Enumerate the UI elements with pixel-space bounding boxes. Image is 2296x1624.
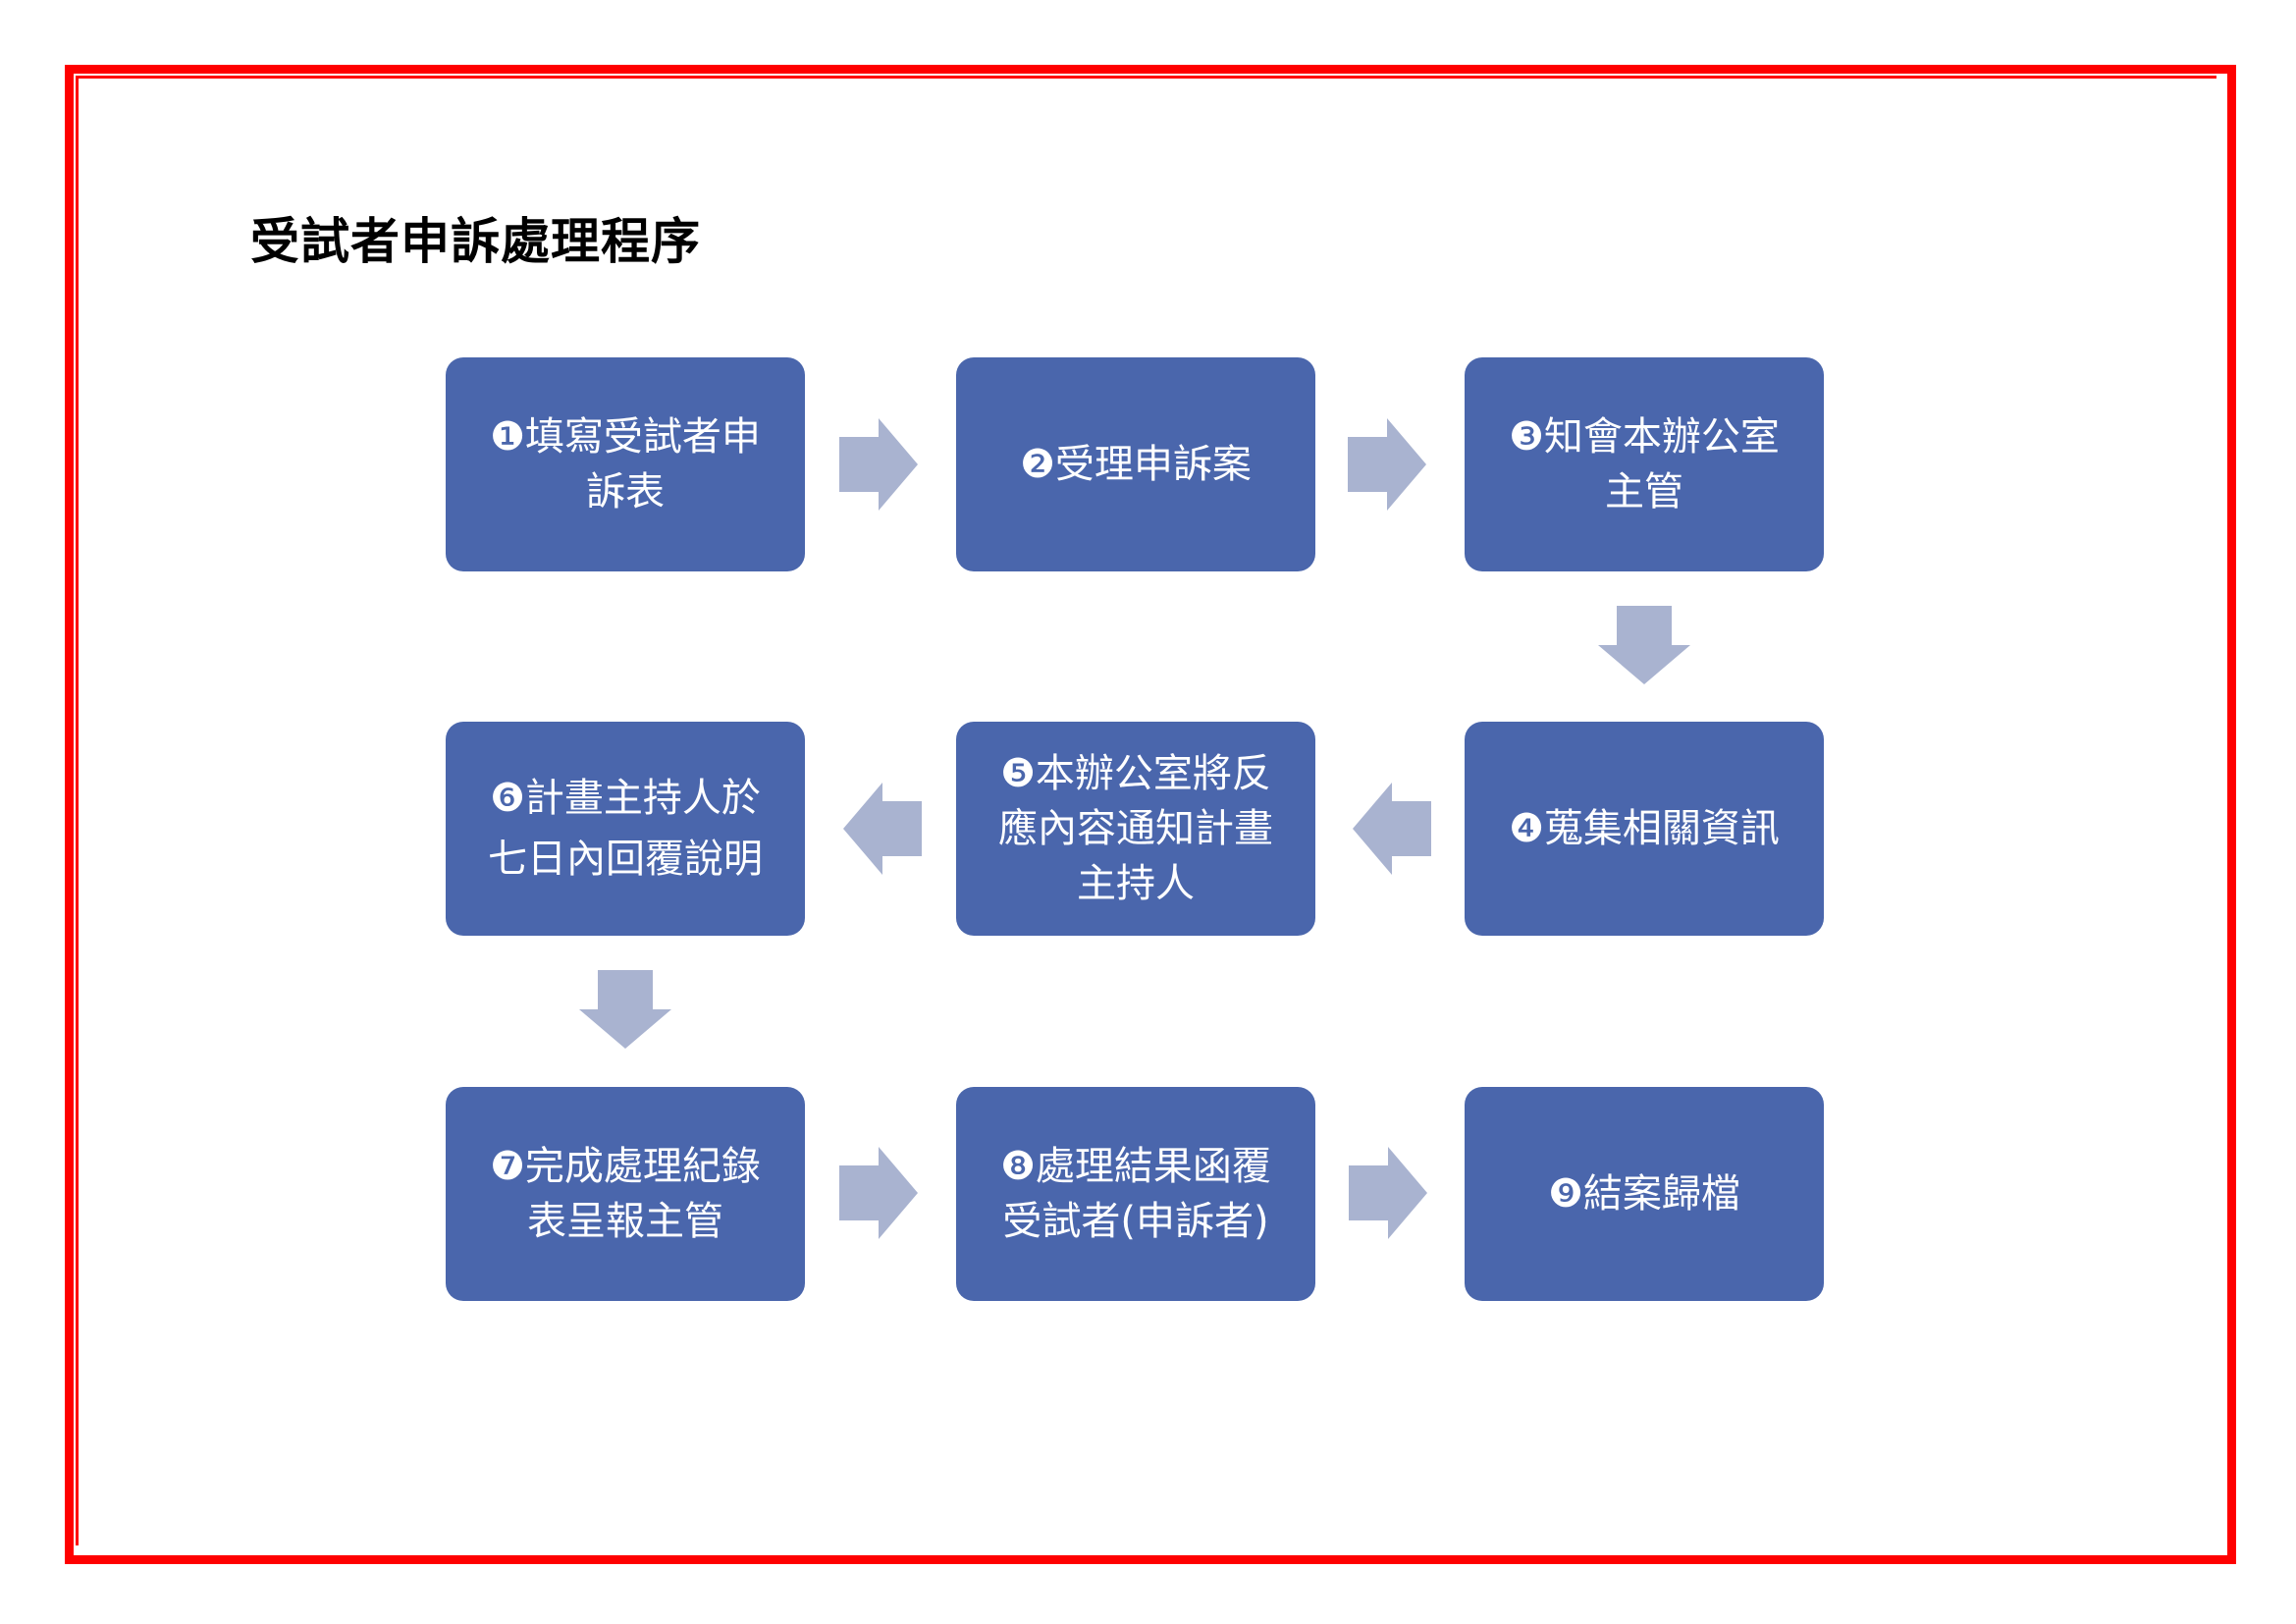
step-4-box: ❹蒐集相關資訊 — [1465, 722, 1824, 936]
step-8-label: ❽處理結果函覆受試者(申訴者) — [1000, 1139, 1271, 1249]
arrow-down-icon — [579, 970, 671, 1049]
arrow-right-icon — [1348, 418, 1426, 511]
arrow-left-icon — [843, 783, 922, 875]
label-line: ❻計畫主持人於 — [490, 776, 761, 821]
step-2-label: ❷受理申訴案 — [1020, 437, 1252, 492]
step-3-box: ❸知會本辦公室主管 — [1465, 357, 1824, 571]
label-line: 主管 — [1604, 469, 1683, 514]
label-line: ❺本辦公室將反 — [1000, 751, 1271, 796]
step-6-label: ❻計畫主持人於七日內回覆說明 — [488, 768, 763, 890]
label-line: 主持人 — [1077, 861, 1195, 906]
step-1-label: ❶填寫受試者申訴表 — [490, 409, 761, 519]
arrow-right-icon — [1349, 1147, 1427, 1239]
label-line: ❹蒐集相關資訊 — [1509, 806, 1780, 851]
arrow-right-icon — [839, 1147, 918, 1239]
arrow-left-icon — [1353, 783, 1431, 875]
step-6-box: ❻計畫主持人於七日內回覆說明 — [446, 722, 805, 936]
label-line: 訴表 — [585, 469, 665, 514]
label-line: ❶填寫受試者申 — [490, 414, 761, 460]
label-line: ❼完成處理紀錄 — [490, 1144, 761, 1189]
step-3-label: ❸知會本辦公室主管 — [1509, 409, 1780, 519]
page-border-thin-inner — [76, 76, 2216, 1545]
step-8-box: ❽處理結果函覆受試者(申訴者) — [956, 1087, 1315, 1301]
label-line: ❷受理申訴案 — [1020, 442, 1252, 487]
label-line: 七日內回覆說明 — [488, 837, 763, 882]
step-9-box: ❾結案歸檔 — [1465, 1087, 1824, 1301]
arrow-right-icon — [839, 418, 918, 511]
step-5-box: ❺本辦公室將反應內容通知計畫主持人 — [956, 722, 1315, 936]
step-7-box: ❼完成處理紀錄表呈報主管 — [446, 1087, 805, 1301]
step-7-label: ❼完成處理紀錄表呈報主管 — [490, 1139, 761, 1249]
step-2-box: ❷受理申訴案 — [956, 357, 1315, 571]
step-1-box: ❶填寫受試者申訴表 — [446, 357, 805, 571]
label-line: ❽處理結果函覆 — [1000, 1144, 1271, 1189]
page-title: 受試者申訴處理程序 — [250, 213, 701, 270]
page-border-thick — [65, 65, 2236, 1564]
arrow-down-icon — [1598, 606, 1690, 684]
page-border-thin-outer — [65, 65, 2231, 1559]
label-line: ❸知會本辦公室 — [1509, 414, 1780, 460]
label-line: 受試者(申訴者) — [1002, 1199, 1269, 1244]
step-4-label: ❹蒐集相關資訊 — [1509, 801, 1780, 856]
label-line: 應內容通知計畫 — [998, 806, 1273, 851]
label-line: 表呈報主管 — [526, 1199, 723, 1244]
step-5-label: ❺本辦公室將反應內容通知計畫主持人 — [998, 746, 1273, 911]
label-line: ❾結案歸檔 — [1548, 1171, 1740, 1217]
step-9-label: ❾結案歸檔 — [1548, 1166, 1740, 1221]
